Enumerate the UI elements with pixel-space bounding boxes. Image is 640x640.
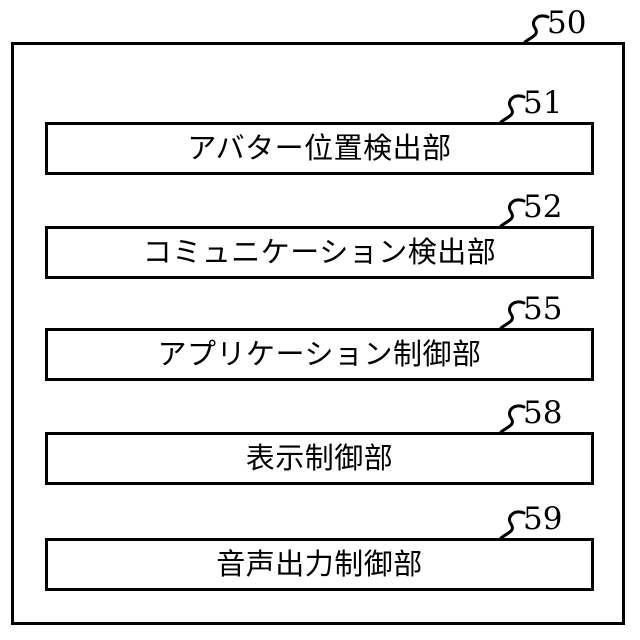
block-label: アプリケーション制御部 <box>157 337 482 371</box>
callout-59: 59 <box>492 501 582 558</box>
leader-line-icon <box>499 94 526 124</box>
callout-58: 58 <box>492 395 582 452</box>
leader-line-icon <box>499 404 526 434</box>
block-audio-output-controller: 音声出力制御部 <box>45 538 594 591</box>
callout-50: 50 <box>516 5 606 62</box>
leader-line-icon <box>523 14 550 44</box>
callout-51: 51 <box>492 85 582 142</box>
callout-number: 52 <box>523 189 563 225</box>
block-label: アバター位置検出部 <box>187 131 452 165</box>
block-application-controller: アプリケーション制御部 <box>45 328 594 381</box>
block-avatar-position-detector: アバター位置検出部 <box>45 122 594 175</box>
leader-line-icon <box>499 510 526 540</box>
callout-52: 52 <box>492 189 582 246</box>
callout-number: 50 <box>547 5 587 41</box>
leader-line-icon <box>499 198 526 228</box>
callout-number: 58 <box>523 395 563 431</box>
block-label: 音声出力制御部 <box>216 547 423 581</box>
callout-number: 59 <box>523 501 563 537</box>
callout-number: 55 <box>523 291 563 327</box>
block-communication-detector: コミュニケーション検出部 <box>45 226 594 279</box>
leader-line-icon <box>499 300 526 330</box>
callout-55: 55 <box>492 291 582 348</box>
block-label: 表示制御部 <box>245 441 394 475</box>
callout-number: 51 <box>523 85 563 121</box>
block-display-controller: 表示制御部 <box>45 432 594 485</box>
block-label: コミュニケーション検出部 <box>142 235 497 269</box>
